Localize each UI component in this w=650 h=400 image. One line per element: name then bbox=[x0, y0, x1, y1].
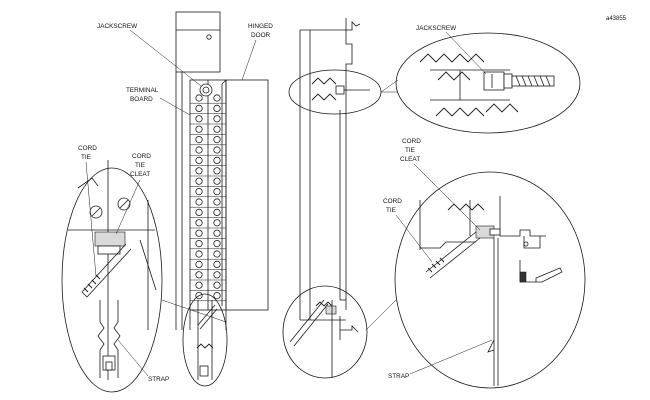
cord-tie-label-right-1: CORD bbox=[383, 198, 402, 205]
terminal-screw-icon bbox=[195, 125, 203, 133]
terminal-screw-icon bbox=[213, 115, 221, 123]
cord-tie-left bbox=[81, 243, 132, 298]
terminal-screw-icon bbox=[213, 94, 221, 102]
figure-id: a43855 bbox=[606, 16, 627, 22]
strap-label-left: STRAP bbox=[148, 376, 169, 383]
jackscrew-label-left: JACKSCREW bbox=[97, 23, 138, 30]
strap-right bbox=[487, 238, 499, 386]
terminal-screw-icon bbox=[195, 167, 203, 175]
strap-left bbox=[97, 300, 121, 378]
terminal-screw-icon bbox=[213, 208, 221, 216]
terminal-screw-icon bbox=[213, 219, 221, 227]
terminal-screw-icon bbox=[213, 156, 221, 164]
jackscrew-label-right: JACKSCREW bbox=[416, 25, 457, 32]
cord-tie-cleat-label-left-2: TIE bbox=[135, 162, 145, 169]
cord-tie-cleat-right bbox=[475, 225, 501, 239]
hinged-door bbox=[221, 79, 269, 311]
terminal-screw-icon bbox=[195, 188, 203, 196]
jackscrew-left bbox=[199, 83, 213, 97]
left-module-front-view bbox=[175, 11, 269, 330]
terminal-board-label-2: BOARD bbox=[130, 96, 153, 103]
terminal-screw-icon bbox=[213, 198, 221, 206]
left-enlarged-detail bbox=[61, 160, 163, 393]
right-module-side-view bbox=[299, 18, 361, 321]
terminal-screw-icon bbox=[195, 198, 203, 206]
terminal-screw-icon bbox=[195, 177, 203, 185]
terminal-screw-icon bbox=[195, 115, 203, 123]
left-labels: JACKSCREW HINGED DOOR TERMINAL BOARD COR… bbox=[78, 23, 273, 383]
bottom-detail-small-right bbox=[282, 285, 368, 379]
terminal-screw-icon bbox=[195, 229, 203, 237]
terminal-screw-icon bbox=[195, 208, 203, 216]
terminal-screw-icon bbox=[195, 104, 203, 113]
jackscrew-detail-small bbox=[288, 69, 382, 115]
terminal-screw-icon bbox=[213, 146, 221, 154]
terminal-screw-icon bbox=[195, 156, 203, 164]
terminal-screw-icon bbox=[213, 229, 221, 237]
terminal-screw-icon bbox=[213, 260, 221, 268]
cord-tie-cleat-label-left-3: CLEAT bbox=[130, 171, 150, 178]
terminal-screw-icon bbox=[195, 271, 203, 279]
cord-tie-label-left-2: TIE bbox=[81, 154, 91, 161]
terminal-screw-icon bbox=[213, 240, 221, 248]
terminal-screw-icon bbox=[213, 250, 221, 258]
cord-tie-label-right-2: TIE bbox=[386, 207, 396, 214]
terminal-board-label-1: TERMINAL bbox=[126, 87, 159, 94]
cord-tie-right bbox=[425, 231, 481, 279]
terminal-screw-icon bbox=[213, 291, 221, 300]
terminal-screw-icon bbox=[195, 281, 203, 289]
jackscrew-right bbox=[483, 71, 555, 91]
right-labels: JACKSCREW CORD TIE CLEAT CORD TIE STRAP bbox=[383, 25, 493, 380]
hinged-door-label-1: HINGED bbox=[248, 23, 273, 30]
bottom-detail-circle-left bbox=[182, 293, 228, 387]
cord-tie-cleat-label-left-1: CORD bbox=[132, 153, 151, 160]
terminal-screw-icon bbox=[213, 125, 221, 133]
strap-label-right: STRAP bbox=[388, 373, 409, 380]
terminal-board bbox=[189, 79, 227, 311]
terminal-screw-icon bbox=[213, 177, 221, 185]
cord-tie-cleat-label-right-3: CLEAT bbox=[400, 156, 420, 163]
cord-tie-label-left-1: CORD bbox=[78, 145, 97, 152]
terminal-screw-icon bbox=[213, 167, 221, 175]
terminal-screw-icon bbox=[195, 250, 203, 258]
terminal-screw-icon bbox=[195, 94, 203, 102]
screw-1-icon bbox=[89, 205, 103, 219]
terminal-screw-icon bbox=[195, 260, 203, 268]
screw-2-icon bbox=[117, 197, 131, 211]
terminal-screw-icon bbox=[213, 281, 221, 289]
terminal-screw-icon bbox=[213, 136, 221, 144]
cord-tie-cleat-label-right-2: TIE bbox=[405, 147, 415, 154]
jackscrew-enlarged-detail bbox=[380, 32, 581, 134]
terminal-screw-icon bbox=[195, 240, 203, 248]
cord-tie-cleat-label-right-1: CORD bbox=[402, 138, 421, 145]
terminal-screw-icon bbox=[195, 146, 203, 154]
terminal-screw-icon bbox=[195, 136, 203, 144]
terminal-screw-icon bbox=[213, 104, 221, 113]
hinged-door-label-2: DOOR bbox=[251, 32, 271, 39]
terminal-screw-icon bbox=[213, 271, 221, 279]
terminal-screw-icon bbox=[213, 188, 221, 196]
terminal-screw-icon bbox=[195, 219, 203, 227]
right-enlarged-detail bbox=[394, 171, 586, 389]
